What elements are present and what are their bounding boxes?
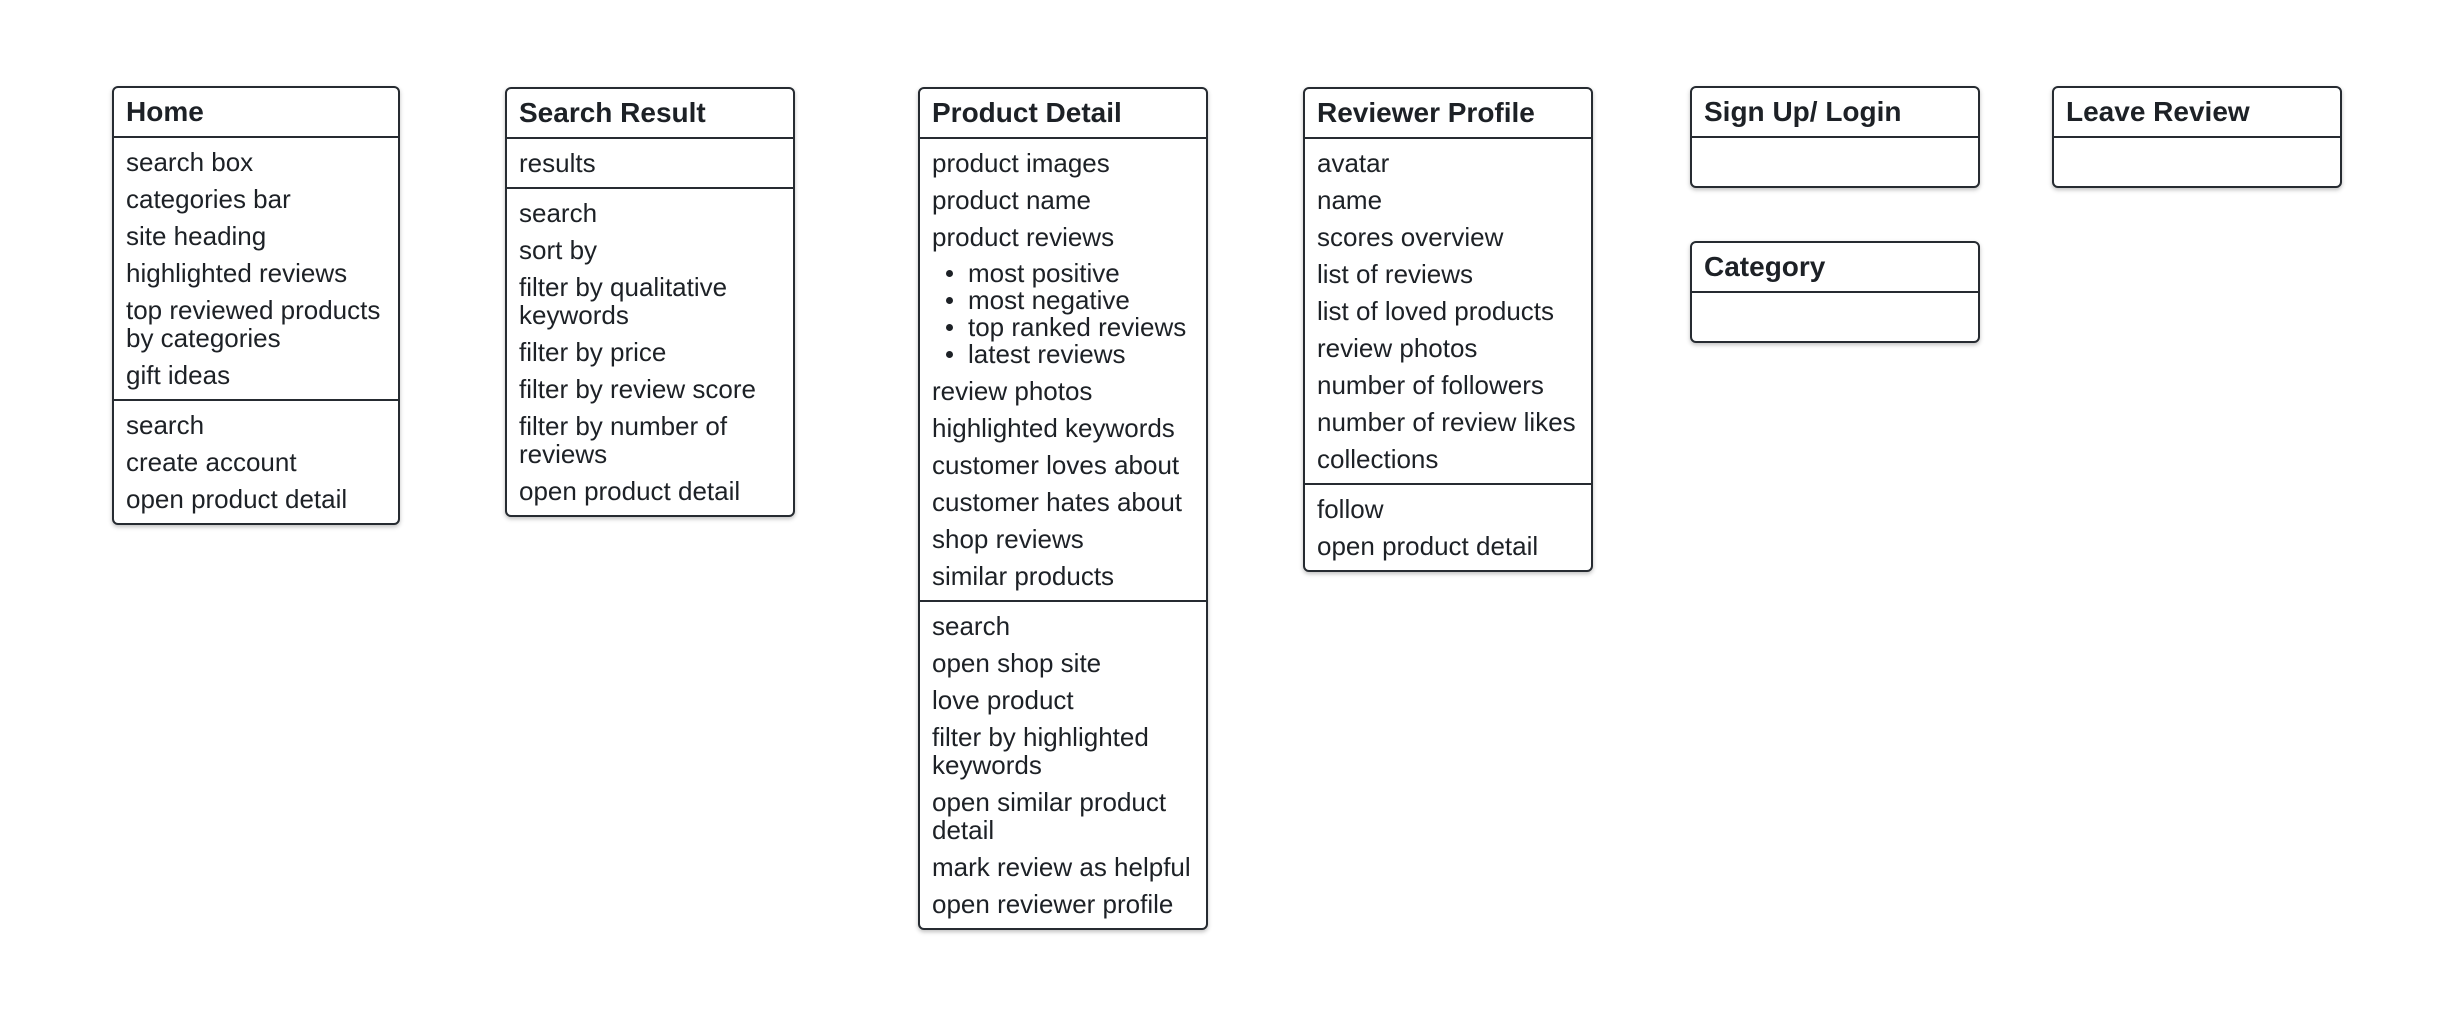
card-section: search open shop site love product filter b… [920,602,1206,928]
card-section: product images product name product review… [920,139,1206,602]
card-item: open product detail [1317,531,1539,561]
card-section [1692,138,1978,186]
card-item: filter by price [519,337,667,367]
card-title: Search Result [507,89,793,139]
card-item: search [126,410,205,440]
card-item: filter by qualitative keywords [519,272,728,330]
card-item: categories bar [126,184,291,214]
card-item: collections [1317,444,1439,474]
card-section [2054,138,2340,186]
wireframe-card-reviewer-profile[interactable]: Reviewer Profile avatar name scores overvie… [1303,87,1593,572]
card-item: search box [126,147,254,177]
card-item: open shop site [932,648,1102,678]
card-section: search create account open product detail [114,401,398,523]
wireframe-card-product-detail[interactable]: Product Detail product images product name… [918,87,1208,930]
card-title: Leave Review [2054,88,2340,138]
card-bullet-item: most positive [932,260,1194,287]
card-item: results [519,148,596,178]
card-item: gift ideas [126,360,231,390]
card-bullet-item: most negative [932,287,1194,314]
card-section: follow open product detail [1305,485,1591,570]
card-item: customer hates about [932,487,1183,517]
card-item: avatar [1317,148,1390,178]
card-item: scores overview [1317,222,1504,252]
card-section [1692,293,1978,341]
card-item: search [932,611,1011,641]
card-section: results [507,139,793,189]
card-item: name [1317,185,1383,215]
card-item: number of followers [1317,370,1544,400]
card-item: open similar product detail [932,787,1167,845]
card-item: mark review as helpful [932,852,1191,882]
card-item: filter by number of reviews [519,411,728,469]
card-item: list of loved products [1317,296,1555,326]
card-item: top reviewed products by categories [126,295,381,353]
wireframe-card-leave-review[interactable]: Leave Review [2052,86,2342,188]
card-item: highlighted reviews [126,258,348,288]
card-title: Reviewer Profile [1305,89,1591,139]
card-item: search [519,198,598,228]
wireframe-card-home[interactable]: Home search box categories bar site heading… [112,86,400,525]
card-title: Product Detail [920,89,1206,139]
card-item: open product detail [519,476,741,506]
card-bullet-item: top ranked reviews [932,314,1194,341]
card-item: product name [932,185,1091,215]
card-item: create account [126,447,297,477]
card-item: sort by [519,235,598,265]
card-item: review photos [1317,333,1478,363]
card-item: list of reviews [1317,259,1474,289]
card-item: customer loves about [932,450,1180,480]
card-item: product reviews [932,222,1115,252]
card-title: Home [114,88,398,138]
wireframe-card-search-result[interactable]: Search Result results search sort by filter … [505,87,795,517]
card-item: product images [932,148,1110,178]
card-item: filter by review score [519,374,756,404]
card-title: Sign Up/ Login [1692,88,1978,138]
card-section: search sort by filter by qualitative keywo… [507,189,793,515]
card-item: open reviewer profile [932,889,1174,919]
card-bullet-item: latest reviews [932,341,1194,368]
card-item: similar products [932,561,1115,591]
card-item: number of review likes [1317,407,1576,437]
card-item: highlighted keywords [932,413,1175,443]
card-item: follow [1317,494,1384,524]
card-section: avatar name scores overview list of reviews… [1305,139,1591,485]
card-item: shop reviews [932,524,1084,554]
wireframe-card-sign-up-login[interactable]: Sign Up/ Login [1690,86,1980,188]
card-item: site heading [126,221,267,251]
card-item: open product detail [126,484,348,514]
card-section: search box categories bar site heading high… [114,138,398,401]
wireframe-card-category[interactable]: Category [1690,241,1980,343]
card-item: love product [932,685,1074,715]
card-item: filter by highlighted keywords [932,722,1149,780]
card-title: Category [1692,243,1978,293]
card-item: review photos [932,376,1093,406]
